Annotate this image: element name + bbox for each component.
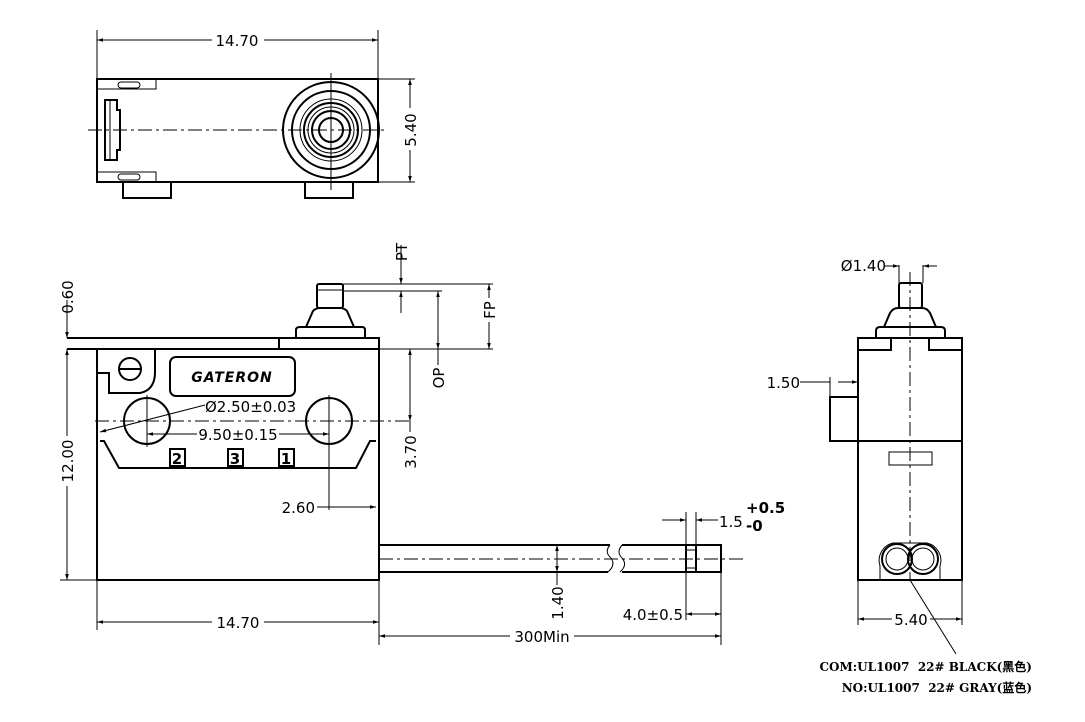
hole-pitch-dim: 9.50±0.15	[198, 426, 277, 444]
note-no: NO:UL1007 22# GRAY(蓝色)	[842, 680, 1032, 695]
length-dim: 300Min	[514, 628, 569, 646]
cable-dia-dim: 1.40	[549, 586, 567, 619]
height-dim: 12.00	[59, 440, 77, 483]
brand-logo: GATERON	[191, 370, 273, 386]
top-height-dim: 5.40	[402, 113, 420, 146]
terminal-labels: 2 3 1	[169, 448, 295, 468]
op-label: OP	[430, 368, 448, 389]
terminal-1: 1	[281, 450, 291, 468]
terminal-3: 3	[230, 450, 240, 468]
pt-label: PT	[393, 242, 411, 261]
strip-dim: 1.5	[719, 513, 743, 531]
button-dim: 1.50	[767, 374, 800, 392]
side-view: Ø1.40 1.50 5.40	[767, 257, 963, 655]
note-com: COM:UL1007 22# BLACK(黑色)	[819, 659, 1032, 674]
top-width-dim: 14.70	[216, 32, 259, 50]
terminal-2: 2	[172, 450, 182, 468]
tin-dim: 4.0±0.5	[623, 606, 683, 624]
front-view: GATERON 2 3 1 Ø2.50±0.03 9.50±0.15 2.60 …	[58, 242, 499, 645]
plunger-dia-dim: Ø1.40	[841, 257, 886, 275]
hole-dia-dim: Ø2.50±0.03	[205, 398, 296, 416]
cable: 1.40 1.5 +0.5 -0 4.0±0.5 300Min	[379, 499, 785, 646]
hole-height-dim: 3.70	[402, 435, 420, 468]
hole-edge-dim: 2.60	[282, 499, 315, 517]
plate-dim: 0.60	[59, 280, 77, 313]
front-width-dim: 14.70	[217, 614, 260, 632]
wire-notes: COM:UL1007 22# BLACK(黑色) NO:UL1007 22# G…	[819, 659, 1032, 695]
strip-tol-plus: +0.5	[746, 499, 785, 517]
side-width-dim: 5.40	[894, 611, 927, 629]
top-view: 14.70 5.40	[88, 30, 420, 199]
strip-tol-minus: -0	[746, 517, 763, 535]
fp-label: FP	[481, 301, 499, 319]
